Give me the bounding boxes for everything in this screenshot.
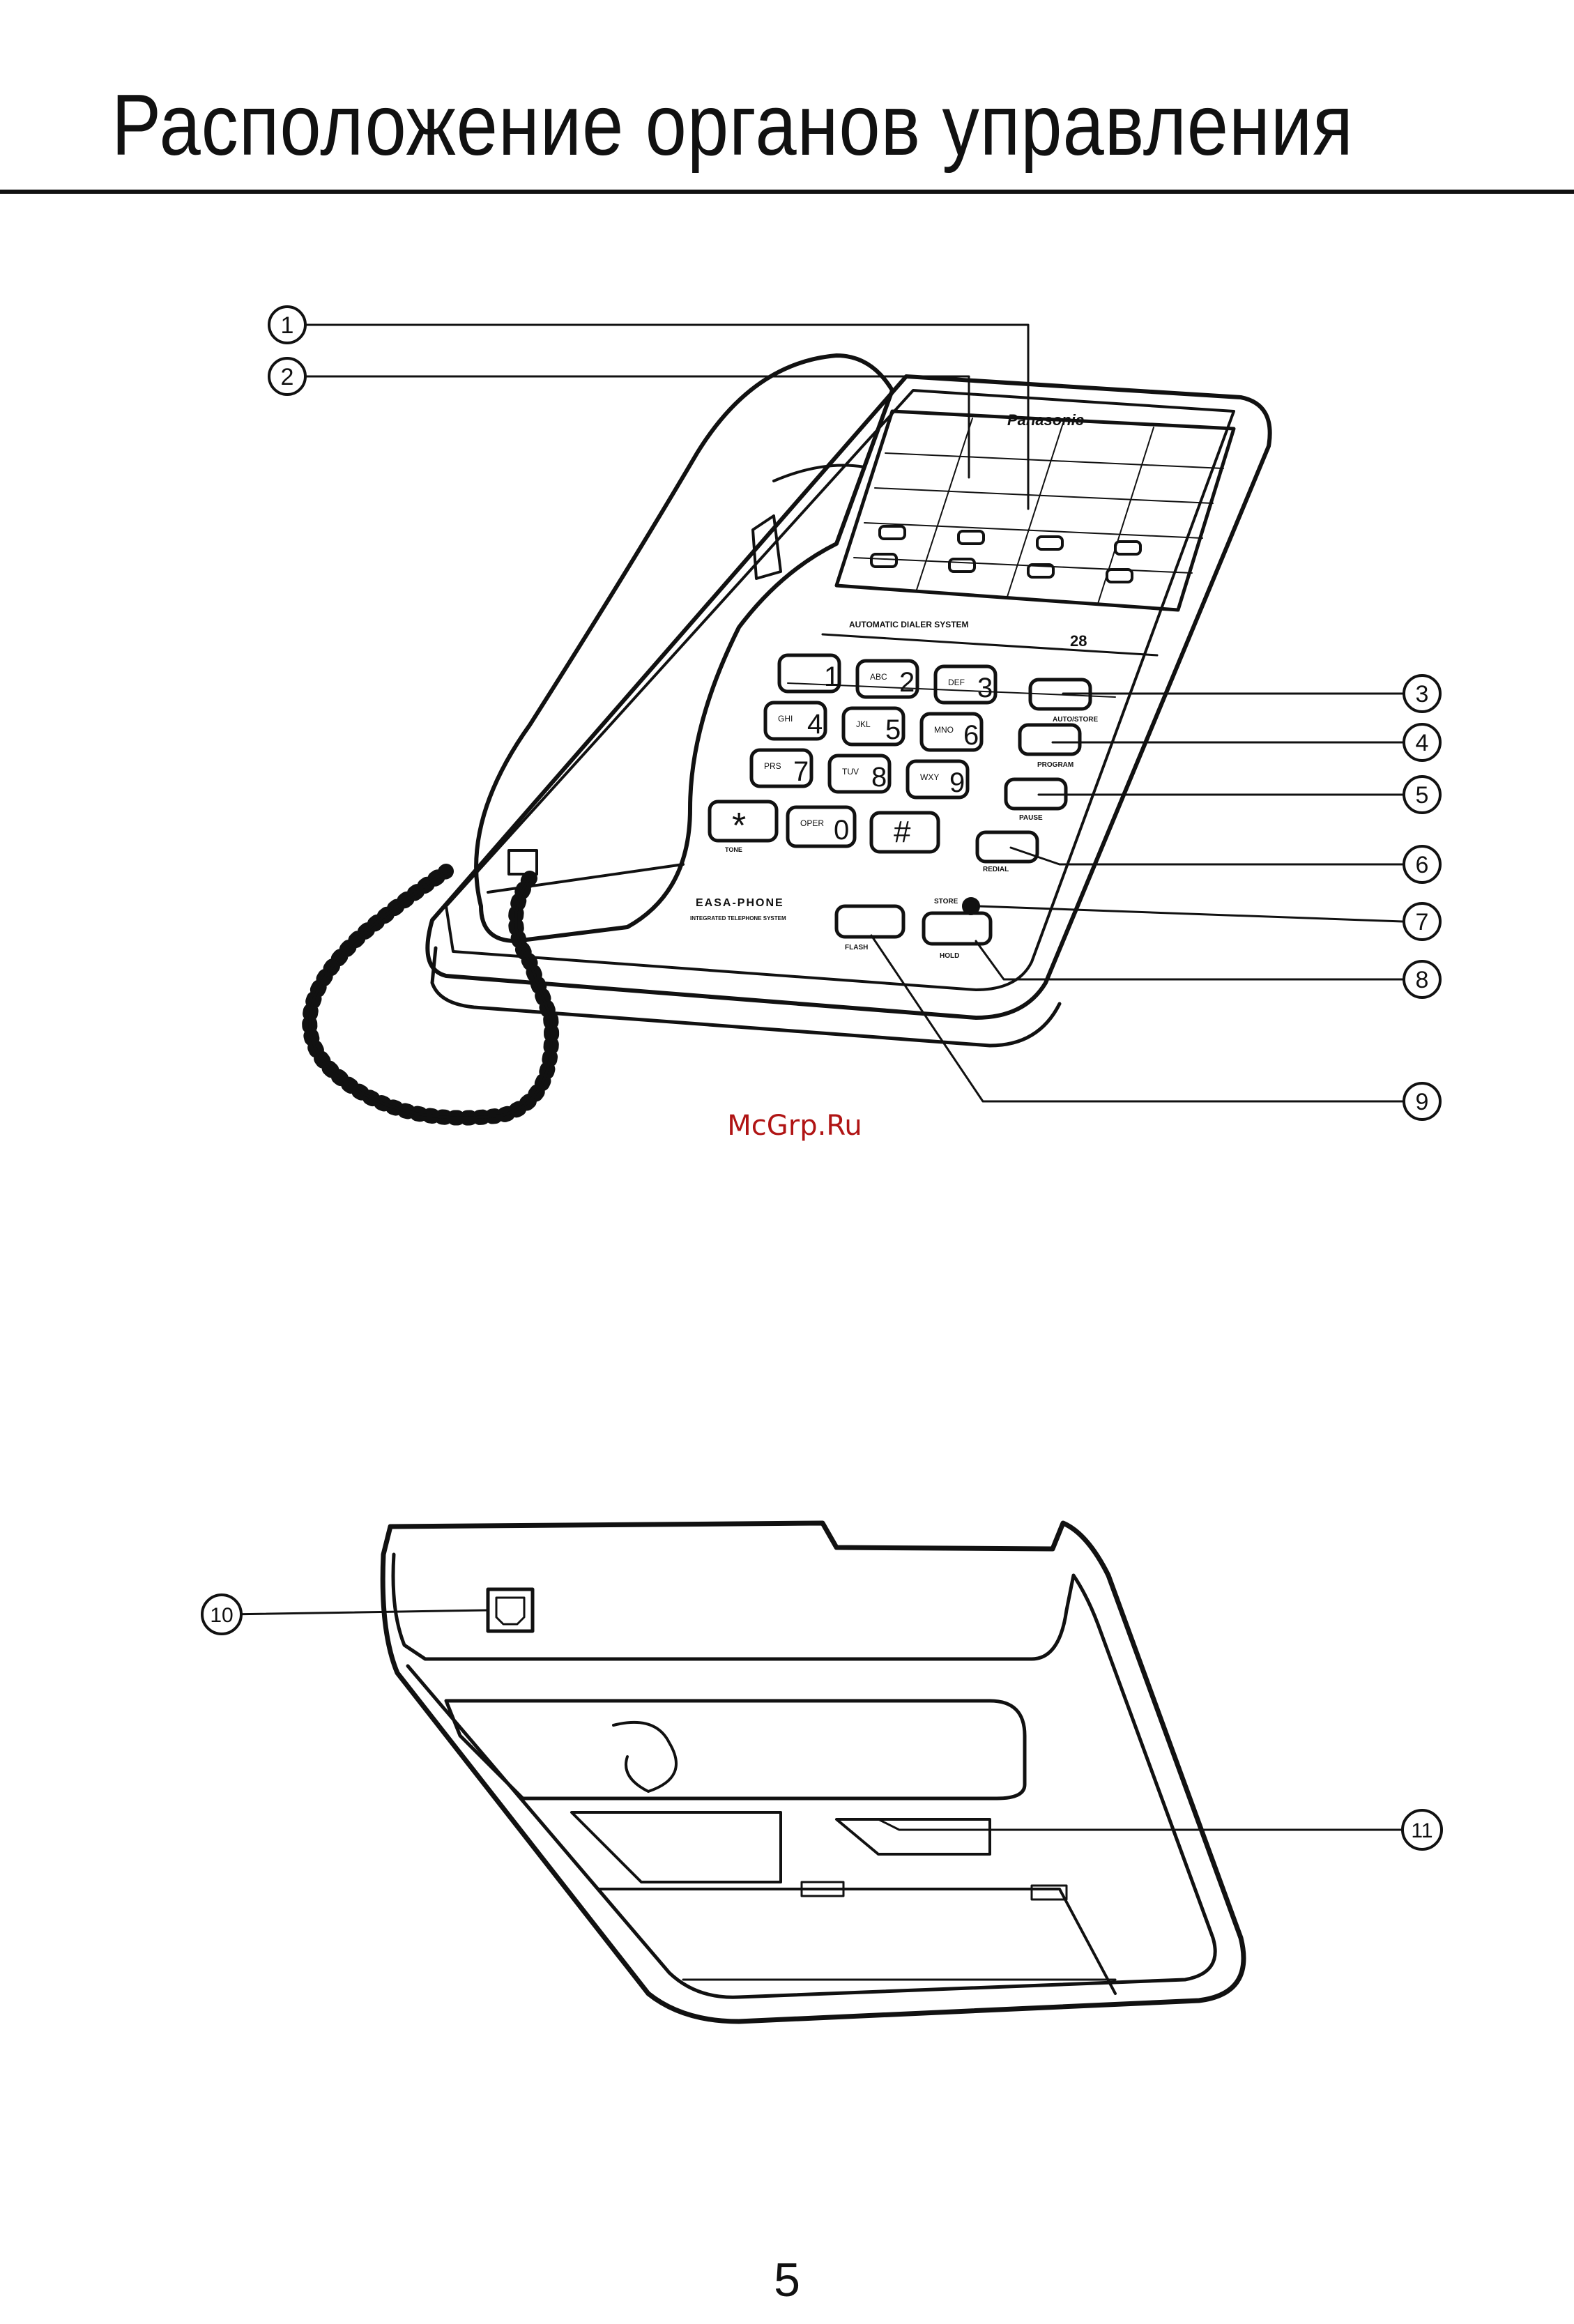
memory-count-label: 28	[1070, 632, 1087, 650]
callout-6-number: 6	[1416, 852, 1429, 878]
tone-label: TONE	[725, 846, 742, 853]
key-4-letters: GHI	[778, 714, 793, 724]
watermark: McGrp.Ru	[725, 1110, 864, 1142]
callout-1-number: 1	[281, 312, 294, 339]
auto-store-label: AUTO/STORE	[1053, 716, 1099, 724]
redial-label: REDIAL	[983, 866, 1009, 873]
handset-jack	[509, 850, 537, 874]
key-0-letters: OPER	[800, 818, 824, 828]
key-3-digit: 3	[977, 673, 993, 703]
callout-11-number: 11	[1411, 1819, 1432, 1842]
phone-bottom-illustration: 10 11	[0, 1492, 1574, 2063]
callout-2-number: 2	[281, 364, 294, 390]
phone-front-figure: Panasonic AUTOMATIC DIALER SYSTEM 28 EAS…	[0, 279, 1574, 1157]
brand-label: Panasonic	[1007, 411, 1084, 429]
callout-5-number: 5	[1416, 782, 1429, 809]
key-5-digit: 5	[885, 714, 901, 745]
callout-7-number: 7	[1416, 909, 1429, 935]
key-9-letters: WXY	[920, 772, 939, 782]
key-6-digit: 6	[963, 720, 979, 751]
hold-label: HOLD	[940, 952, 959, 960]
key-3-letters: DEF	[948, 678, 965, 687]
hold-button	[924, 913, 991, 944]
redial-button	[977, 832, 1037, 862]
system-label: AUTOMATIC DIALER SYSTEM	[849, 620, 969, 629]
callout-8-number: 8	[1416, 967, 1429, 993]
flash-button	[836, 906, 903, 937]
callout-10-number: 10	[210, 1604, 233, 1627]
handset-outline	[476, 356, 892, 941]
phone-base-outline	[427, 376, 1269, 1018]
key-0-digit: 0	[834, 815, 849, 846]
program-button	[1020, 725, 1080, 754]
model-sublabel: INTEGRATED TELEPHONE SYSTEM	[690, 915, 786, 922]
pause-label: PAUSE	[1019, 814, 1043, 822]
program-label: PROGRAM	[1037, 761, 1073, 769]
key-7-digit: 7	[793, 756, 809, 787]
page-number: 5	[752, 2253, 822, 2307]
key-hash-digit: #	[894, 815, 911, 849]
phone-bottom-figure: 10 11	[0, 1492, 1574, 2063]
phone-front-illustration: Panasonic AUTOMATIC DIALER SYSTEM 28 EAS…	[0, 279, 1574, 1157]
store-indicator-label: STORE	[934, 898, 958, 905]
key-1-digit: 1	[824, 662, 839, 692]
key-2-letters: ABC	[870, 672, 887, 682]
key-6-letters: MNO	[934, 725, 954, 735]
key-8-digit: 8	[871, 762, 887, 793]
callout-3-number: 3	[1416, 681, 1429, 708]
key-star-digit: *	[732, 806, 746, 846]
key-7-letters: PRS	[764, 761, 781, 771]
title-divider	[0, 190, 1574, 194]
key-2-digit: 2	[899, 667, 915, 698]
phone-base-inner	[446, 390, 1234, 990]
model-label: EASA-PHONE	[696, 897, 784, 909]
key-8-letters: TUV	[842, 767, 859, 777]
wall-mount-bracket	[446, 1701, 1025, 1798]
page-title: Расположение органов управления	[112, 82, 1354, 169]
flash-label: FLASH	[845, 944, 868, 951]
bottom-case-inner	[393, 1554, 1215, 1997]
store-indicator-led	[964, 899, 978, 913]
key-5-letters: JKL	[856, 719, 871, 729]
key-9-digit: 9	[949, 767, 965, 798]
key-4-digit: 4	[807, 709, 823, 740]
callout-4-number: 4	[1416, 730, 1429, 756]
callout-9-number: 9	[1416, 1089, 1429, 1115]
